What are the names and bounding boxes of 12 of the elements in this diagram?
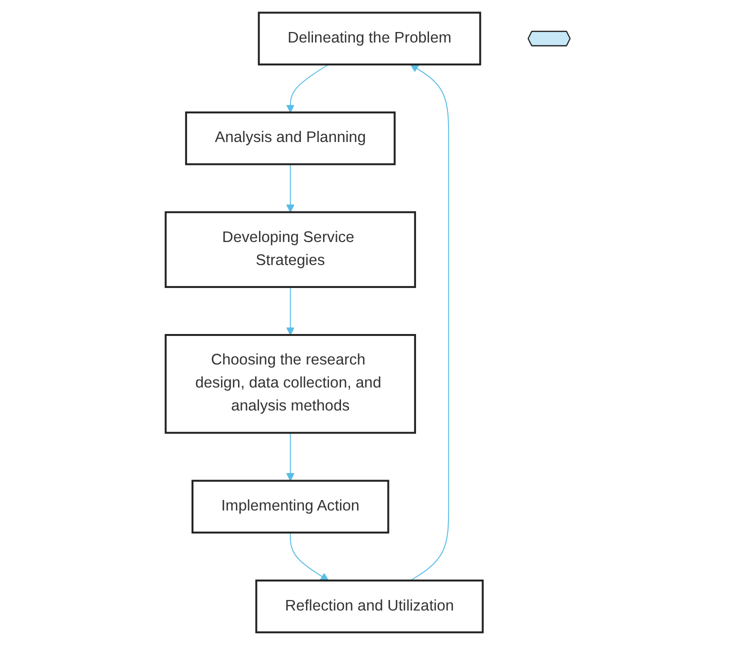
arrow (290, 532, 328, 581)
arrow (286, 164, 294, 213)
node-box: Choosing the research design, data collection, and analysis methods (164, 334, 416, 434)
node-box: Delineating the Problem (257, 12, 481, 66)
arrow (410, 64, 449, 581)
node-box: Implementing Action (191, 480, 389, 534)
arrow (286, 432, 294, 482)
node-box: Analysis and Planning (184, 111, 396, 166)
node-box: Developing Service Strategies (164, 211, 416, 288)
arrow (286, 286, 294, 336)
node-box: Reflection and Utilization (254, 580, 484, 634)
arrow (286, 64, 328, 113)
